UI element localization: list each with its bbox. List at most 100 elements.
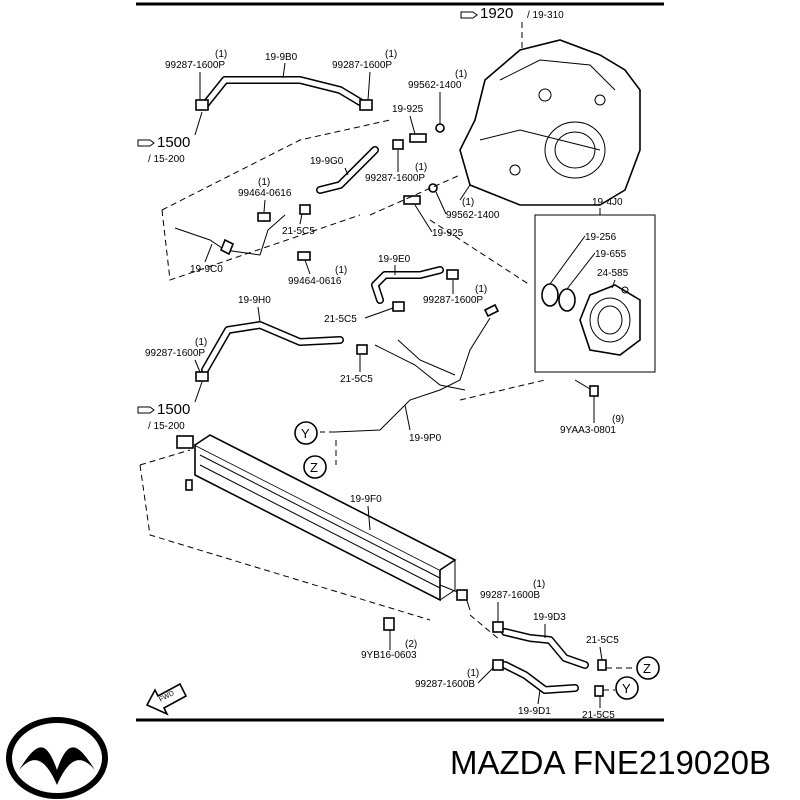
label-9yaa3: 9YAA3-0801 [560,425,616,436]
hose-clamp-icon [594,685,604,697]
label-99464-a: 99464-0616 [238,188,292,199]
label-21-5c5-c: 21-5C5 [340,374,373,385]
cooler-box-19-4j0 [534,214,656,373]
pointing-hand-icon [460,11,478,19]
cooler-cover [579,284,641,356]
label-19-256: 19-256 [585,232,617,243]
label-99287-c: 99287-1600P [365,173,425,184]
label-21-5c5-e: 21-5C5 [582,710,615,721]
label-24-585: 24-585 [597,268,629,279]
label-99287-f-qty: (1) [533,579,545,590]
callout-y-upper: Y [294,421,318,445]
pipe-19-9c0 [174,212,311,261]
label-99464-b: 99464-0616 [288,276,342,287]
hose-clamp-icon [492,659,504,671]
label-19-655: 19-655 [595,249,627,260]
label-9yb16: 9YB16-0603 [361,650,417,661]
ref-top-sub: / 19-310 [527,10,564,21]
hose-clamp-icon [195,371,209,382]
svg-text:Y: Y [622,681,631,696]
oil-cooler-19-9f0 [176,434,471,611]
ref-top-number: 1920 [480,5,513,22]
label-99287-b: 99287-1600P [332,60,392,71]
hose-19-9b0 [195,76,373,111]
o-ring-icon [558,288,576,312]
label-99287-e: 99287-1600P [145,348,205,359]
label-99287-f: 99287-1600B [480,590,540,601]
label-99287-a: 99287-1600P [165,60,225,71]
leader [369,174,461,216]
label-19-9b0: 19-9B0 [265,52,298,63]
mazda-logo [6,717,108,799]
ref-left1-sub: / 15-200 [148,154,185,165]
label-19-4j0: 19-4J0 [592,197,623,208]
ref-left2-sub: / 15-200 [148,421,185,432]
label-99287-g: 99287-1600B [415,679,475,690]
hose-19-9d1 [492,659,604,697]
label-99562-b-qty: (1) [462,197,474,208]
label-19-9f0: 19-9F0 [350,494,382,505]
label-9yaa3-qty: (9) [612,414,624,425]
label-99287-e-qty: (1) [195,337,207,348]
hose-clamp-icon [392,139,404,150]
ref-left2-number: 1500 [157,401,190,418]
arrow-icon [145,682,188,716]
label-21-5c5-a: 21-5C5 [282,226,315,237]
pointing-hand-icon [137,406,155,414]
fitting-19-925-a [392,123,445,150]
hose-clamp-icon [356,344,368,355]
label-99287-d-qty: (1) [475,284,487,295]
leader [459,379,546,401]
label-19-9d1: 19-9D1 [518,706,551,717]
hose-clamp-icon [597,659,607,671]
label-9yb16-qty: (2) [405,639,417,650]
leader [161,209,361,281]
label-99464-a-qty: (1) [258,177,270,188]
bolt-9yb16-icon [383,617,395,631]
pipe-19-9p0 [334,303,500,433]
bolt-icon [257,212,271,222]
callout-z-lower: Z [636,656,660,680]
label-99287-d: 99287-1600P [423,295,483,306]
bolt-9yaa3 [574,379,599,397]
label-19-9e0: 19-9E0 [378,254,411,265]
label-99562-a-qty: (1) [455,69,467,80]
footer-part-number: MAZDA FNE219020B [450,744,771,781]
callout-z-upper: Z [303,455,327,479]
o-ring-icon [541,283,559,307]
label-19-9g0: 19-9G0 [310,156,344,167]
label-99287-a-qty: (1) [215,49,227,60]
label-19-925-b: 19-925 [432,228,464,239]
hose-clamp-icon [195,99,209,111]
label-21-5c5-d: 21-5C5 [586,635,619,646]
hose-clamp-icon [299,204,311,215]
transmission-housing [459,39,641,206]
hose-19-9h0 [195,321,368,382]
reference-top: 1920 / 19-310 [460,5,564,50]
leader [469,614,501,641]
hose-clamp-icon [392,301,405,312]
fitting-19-925-b [403,183,438,205]
washer-icon [435,123,445,133]
reference-left-1: 1500 / 15-200 [137,111,203,165]
label-99562-b: 99562-1400 [446,210,500,221]
label-19-925-a: 19-925 [392,104,424,115]
labels: 19-9B0 (1) 99287-1600P (1) 99287-1600P (… [145,49,629,721]
svg-text:Z: Z [310,460,318,475]
hose-19-9d3 [492,621,607,671]
callout-y-lower: Y [615,676,639,700]
label-19-9p0: 19-9P0 [409,433,442,444]
bolt-icon [297,251,311,261]
label-99287-g-qty: (1) [467,668,479,679]
leader [139,449,191,466]
leader [161,119,391,211]
svg-text:Y: Y [301,426,310,441]
label-21-5c5-b: 21-5C5 [324,314,357,325]
hose-19-9e0 [371,266,459,312]
label-19-9h0: 19-9H0 [238,295,271,306]
label-99287-c-qty: (1) [415,162,427,173]
hose-clamp-icon [446,269,459,280]
hose-19-9g0 [299,146,379,215]
